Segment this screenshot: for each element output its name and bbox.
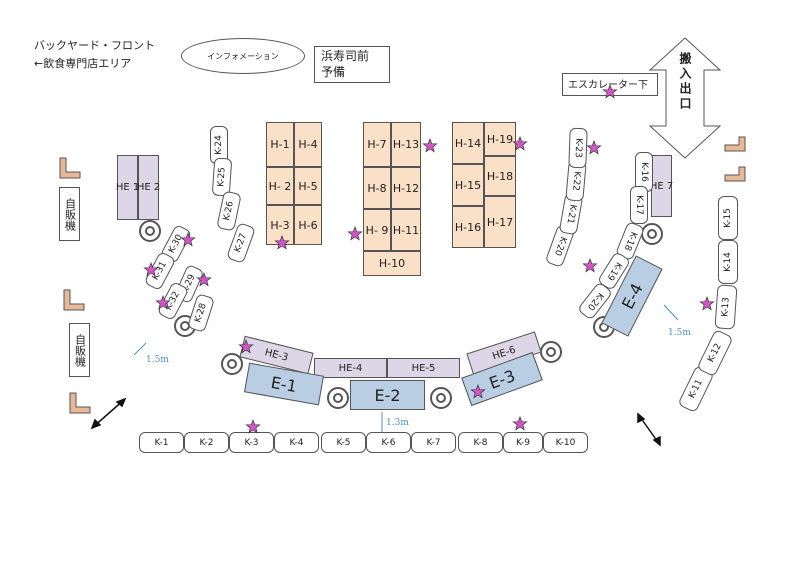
entrance-arrow bbox=[648, 37, 722, 159]
booth-h-19[interactable]: H-19 bbox=[484, 122, 516, 156]
booth-k-17[interactable]: K-17 bbox=[630, 186, 648, 224]
vending-machine-lower: 自販機 bbox=[69, 323, 90, 377]
measure-right-label: 1.5m bbox=[668, 328, 691, 338]
star-marker bbox=[582, 258, 598, 273]
vending-sign-4 bbox=[724, 136, 746, 152]
booth-h-15[interactable]: H-15 bbox=[452, 164, 484, 206]
booth-he-7[interactable]: HE 7 bbox=[650, 155, 673, 217]
information-desk: インフォメーション bbox=[181, 38, 305, 74]
booth-k-9[interactable]: K-9 bbox=[503, 432, 543, 453]
star-marker bbox=[347, 226, 363, 241]
measure-center-label: 1.3m bbox=[386, 418, 409, 428]
booth-he-1[interactable]: HE 1 bbox=[116, 155, 139, 220]
booth-he-2[interactable]: HE 2 bbox=[137, 155, 160, 220]
star-marker bbox=[512, 416, 528, 431]
booth-h-3[interactable]: H-3 bbox=[266, 205, 294, 245]
booth-k-13[interactable]: K-13 bbox=[714, 284, 738, 330]
booth-h-14[interactable]: H-14 bbox=[452, 122, 484, 164]
star-marker bbox=[245, 419, 261, 434]
pillar bbox=[327, 387, 349, 409]
booth-k-4[interactable]: K-4 bbox=[274, 432, 319, 453]
booth-k-2[interactable]: K-2 bbox=[184, 432, 229, 453]
booth-e-2[interactable]: E-2 bbox=[350, 380, 425, 410]
booth-h-13[interactable]: H-13 bbox=[391, 122, 421, 167]
pillar bbox=[139, 220, 161, 242]
booth-h-9[interactable]: H- 9 bbox=[363, 209, 391, 251]
header-line-2: ←飲食専門店エリア bbox=[34, 57, 132, 70]
booth-k-10[interactable]: K-10 bbox=[543, 432, 588, 453]
booth-k-14[interactable]: K-14 bbox=[718, 240, 738, 284]
walkway-arrow-left bbox=[91, 398, 126, 429]
reserve-line-2: 予備 bbox=[321, 65, 346, 79]
star-marker bbox=[422, 138, 438, 153]
measure-left-label: 1.5m bbox=[146, 355, 169, 365]
booth-h-1[interactable]: H-1 bbox=[266, 122, 294, 167]
arrowhead bbox=[637, 412, 646, 424]
pillar bbox=[540, 341, 562, 363]
reserve-line-1: 浜寿司前 bbox=[321, 49, 370, 63]
entrance-label: 搬入出口 bbox=[678, 52, 692, 112]
booth-k-1[interactable]: K-1 bbox=[139, 432, 184, 453]
booth-k-8[interactable]: K-8 bbox=[458, 432, 503, 453]
booth-k-12[interactable]: K-12 bbox=[696, 328, 734, 378]
measure-left bbox=[133, 342, 147, 356]
arrowhead bbox=[652, 435, 661, 447]
booth-h-17[interactable]: H-17 bbox=[484, 196, 516, 248]
walkway-arrow-right bbox=[637, 413, 661, 446]
booth-h-10[interactable]: H-10 bbox=[363, 251, 421, 276]
measure-right bbox=[663, 304, 679, 321]
pillar bbox=[641, 223, 663, 245]
star-marker bbox=[586, 140, 602, 155]
booth-h-7[interactable]: H-7 bbox=[363, 122, 391, 167]
vending-sign-5 bbox=[724, 166, 746, 182]
booth-k-15[interactable]: K-15 bbox=[718, 196, 738, 240]
booth-k-5[interactable]: K-5 bbox=[321, 432, 366, 453]
vending-sign-2 bbox=[63, 289, 85, 311]
booth-h-8[interactable]: H-8 bbox=[363, 167, 391, 209]
booth-he-5[interactable]: HE-5 bbox=[387, 358, 460, 378]
booth-h-2[interactable]: H- 2 bbox=[266, 167, 294, 205]
booth-k-23[interactable]: K-23 bbox=[568, 127, 588, 169]
booth-h-12[interactable]: H-12 bbox=[391, 167, 421, 209]
booth-he-4[interactable]: HE-4 bbox=[314, 358, 387, 378]
escalator-box: エスカレーター下 bbox=[562, 73, 658, 96]
booth-k-7[interactable]: K-7 bbox=[411, 432, 456, 453]
vending-sign-1 bbox=[59, 157, 81, 179]
booth-h-16[interactable]: H-16 bbox=[452, 206, 484, 248]
vending-machine-upper: 自販機 bbox=[59, 187, 80, 241]
booth-e-1[interactable]: E-1 bbox=[243, 362, 325, 406]
booth-h-5[interactable]: H-5 bbox=[294, 167, 322, 205]
vending-sign-3 bbox=[69, 392, 91, 414]
booth-h-11[interactable]: H-11 bbox=[391, 209, 421, 251]
booth-h-18[interactable]: H-18 bbox=[484, 156, 516, 196]
arrowhead bbox=[90, 418, 102, 430]
pillar bbox=[430, 387, 452, 409]
reserve-box: 浜寿司前 予備 bbox=[314, 46, 390, 83]
arrowhead bbox=[115, 397, 127, 408]
booth-k-3[interactable]: K-3 bbox=[229, 432, 274, 453]
star-marker bbox=[699, 296, 715, 311]
booth-h-4[interactable]: H-4 bbox=[294, 122, 322, 167]
header-line-1: バックヤード・フロント bbox=[34, 39, 155, 52]
booth-h-6[interactable]: H-6 bbox=[294, 205, 322, 245]
booth-k-6[interactable]: K-6 bbox=[366, 432, 411, 453]
